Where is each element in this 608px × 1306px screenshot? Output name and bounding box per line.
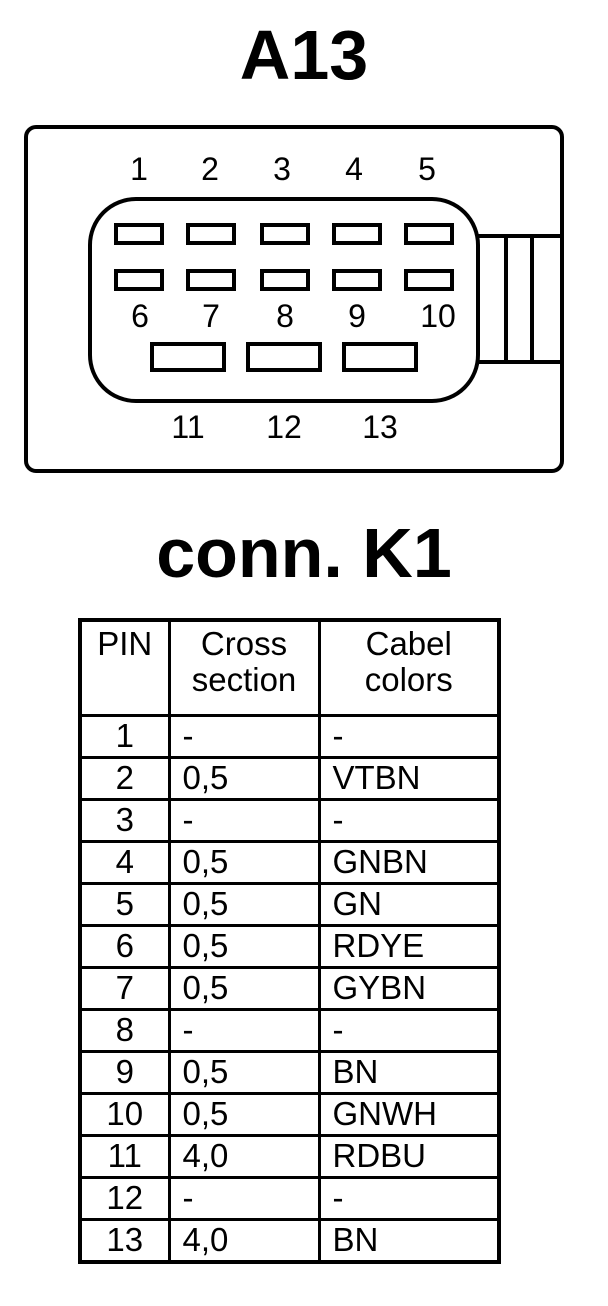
connector-latch bbox=[478, 234, 560, 364]
connector-title: A13 bbox=[239, 16, 369, 94]
header-cable-colors: Cabel colors bbox=[317, 618, 501, 717]
pin-cell: 13 bbox=[78, 1218, 171, 1264]
pin-label-8: 8 bbox=[276, 298, 294, 334]
cross-section-cell: 4,0 bbox=[167, 1218, 321, 1264]
cable-color-cell: GNBN bbox=[317, 840, 501, 885]
cable-color-cell: VTBN bbox=[317, 756, 501, 801]
pin-cell: 7 bbox=[78, 966, 171, 1011]
pin-cell: 4 bbox=[78, 840, 171, 885]
pin-cell: 9 bbox=[78, 1050, 171, 1095]
cable-color-cell: - bbox=[317, 1008, 501, 1053]
pin-label-10: 10 bbox=[420, 298, 456, 334]
header-cable-colors-text: Cabel colors bbox=[364, 625, 453, 699]
cable-color-cell: - bbox=[317, 798, 501, 843]
header-pin: PIN bbox=[78, 618, 171, 717]
pin-label-1: 1 bbox=[130, 151, 148, 187]
pin-slot-6 bbox=[114, 269, 164, 291]
pin-cell: 5 bbox=[78, 882, 171, 927]
cable-color-cell: - bbox=[317, 714, 501, 759]
pin-label-9: 9 bbox=[348, 298, 366, 334]
pin-label-6: 6 bbox=[131, 298, 149, 334]
pin-slot-5 bbox=[404, 223, 454, 245]
cross-section-cell: - bbox=[167, 1008, 321, 1053]
cross-section-cell: 0,5 bbox=[167, 756, 321, 801]
pin-label-2: 2 bbox=[201, 151, 219, 187]
pin-cell: 11 bbox=[78, 1134, 171, 1179]
connector-face bbox=[88, 197, 480, 403]
pin-label-7: 7 bbox=[202, 298, 220, 334]
cross-section-cell: 0,5 bbox=[167, 966, 321, 1011]
pin-cell: 10 bbox=[78, 1092, 171, 1137]
cross-section-cell: 0,5 bbox=[167, 924, 321, 969]
pin-cell: 12 bbox=[78, 1176, 171, 1221]
pin-slot-12 bbox=[246, 342, 322, 372]
pin-slot-4 bbox=[332, 223, 382, 245]
pin-label-13: 13 bbox=[362, 409, 398, 445]
pin-slot-8 bbox=[260, 269, 310, 291]
pin-slot-3 bbox=[260, 223, 310, 245]
pin-slot-10 bbox=[404, 269, 454, 291]
pin-label-3: 3 bbox=[273, 151, 291, 187]
pin-slot-7 bbox=[186, 269, 236, 291]
cross-section-cell: - bbox=[167, 714, 321, 759]
pin-label-12: 12 bbox=[266, 409, 302, 445]
pin-label-4: 4 bbox=[345, 151, 363, 187]
connector-housing bbox=[24, 125, 564, 473]
pin-slot-1 bbox=[114, 223, 164, 245]
table-header-row: PIN Cross section Cabel colors bbox=[78, 618, 501, 717]
cable-color-cell: GN bbox=[317, 882, 501, 927]
cable-color-cell: BN bbox=[317, 1050, 501, 1095]
cross-section-cell: 0,5 bbox=[167, 840, 321, 885]
cross-section-cell: 0,5 bbox=[167, 882, 321, 927]
table-row: 12-- bbox=[78, 1176, 501, 1221]
pin-cell: 1 bbox=[78, 714, 171, 759]
cable-color-cell: - bbox=[317, 1176, 501, 1221]
pin-label-11: 11 bbox=[171, 409, 204, 445]
pin-cell: 3 bbox=[78, 798, 171, 843]
pin-cell: 2 bbox=[78, 756, 171, 801]
cable-color-cell: RDYE bbox=[317, 924, 501, 969]
cable-color-cell: BN bbox=[317, 1218, 501, 1264]
pin-cell: 6 bbox=[78, 924, 171, 969]
pin-cell: 8 bbox=[78, 1008, 171, 1053]
pin-label-5: 5 bbox=[418, 151, 436, 187]
pin-slot-9 bbox=[332, 269, 382, 291]
pin-slot-11 bbox=[150, 342, 226, 372]
cross-section-cell: 0,5 bbox=[167, 1050, 321, 1095]
cross-section-cell: 0,5 bbox=[167, 1092, 321, 1137]
cross-section-cell: - bbox=[167, 1176, 321, 1221]
cross-section-cell: 4,0 bbox=[167, 1134, 321, 1179]
table-row: 8-- bbox=[78, 1008, 501, 1053]
pin-slot-13 bbox=[342, 342, 418, 372]
header-cross-section-text: Cross section bbox=[191, 625, 297, 699]
cable-color-cell: RDBU bbox=[317, 1134, 501, 1179]
table-row: 3-- bbox=[78, 798, 501, 843]
table-row: 1-- bbox=[78, 714, 501, 759]
cable-color-cell: GYBN bbox=[317, 966, 501, 1011]
cable-color-cell: GNWH bbox=[317, 1092, 501, 1137]
header-cross-section: Cross section bbox=[167, 618, 321, 717]
cross-section-cell: - bbox=[167, 798, 321, 843]
pin-slot-2 bbox=[186, 223, 236, 245]
table-title: conn. K1 bbox=[156, 514, 452, 592]
